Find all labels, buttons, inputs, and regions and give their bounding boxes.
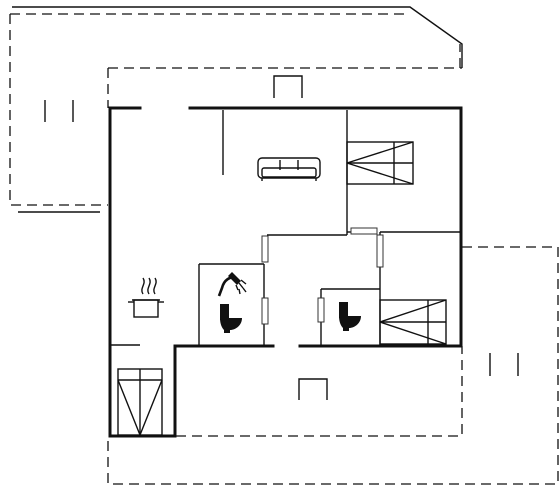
doorway-marker-bottom <box>298 378 328 400</box>
terrace-lower <box>176 346 463 437</box>
interior-walls <box>110 110 461 346</box>
staircase-icon <box>346 141 414 185</box>
shower-icon <box>217 272 247 297</box>
toilet-icon <box>339 302 361 331</box>
doorway-marker-top <box>273 75 303 98</box>
toilet-icon <box>220 304 242 333</box>
terraces <box>9 6 559 485</box>
terrace-top-left <box>9 13 462 206</box>
windows <box>261 227 384 325</box>
cooking-pot-icon <box>128 277 164 318</box>
sofa-icon <box>257 157 321 181</box>
exterior-walls <box>108 106 463 438</box>
staircase-icon <box>117 368 163 436</box>
terrace-top-left-rail <box>12 6 463 68</box>
terrace-right <box>107 246 559 485</box>
staircase-icon <box>379 299 447 345</box>
